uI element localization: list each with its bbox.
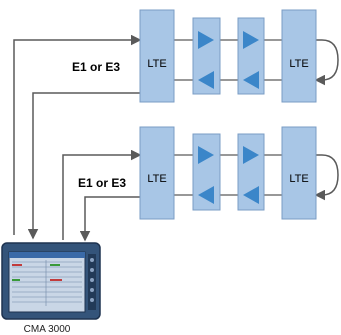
lte-box-left-2 [139,126,175,220]
lte-box-right-1-label: LTE [289,58,308,70]
row2-rx-line [79,196,140,242]
row-2: LTE LTE E1 or E3 [62,126,339,242]
rx-arrow-icon [243,186,259,204]
row-1: LTE LTE E1 or E3 [13,9,339,240]
link-label-1: E1 or E3 [72,60,120,74]
rx-arrow-icon [198,186,214,204]
link-label-2: E1 or E3 [78,176,126,190]
tx-arrow-icon [198,146,214,164]
lte-box-right-1 [281,9,317,103]
lte-box-right-2-label: LTE [289,173,308,185]
lte-box-left-2-label: LTE [147,173,166,185]
lte-box-right-2 [281,126,317,220]
lte-box-left-1 [139,9,175,103]
cma3000-device: CMA 3000 [1,242,101,335]
device-screen-content [12,260,82,306]
row1-tx-line [13,34,142,235]
lte-box-left-1-label: LTE [147,58,166,70]
device-label: CMA 3000 [24,324,71,335]
rx-arrow-icon [198,71,214,89]
tx-arrow-icon [243,31,259,49]
row1-rx-line [27,92,140,240]
tx-arrow-icon [198,31,214,49]
rx-arrow-icon [243,71,259,89]
tx-arrow-icon [243,146,259,164]
row2-tx-line [62,149,142,240]
